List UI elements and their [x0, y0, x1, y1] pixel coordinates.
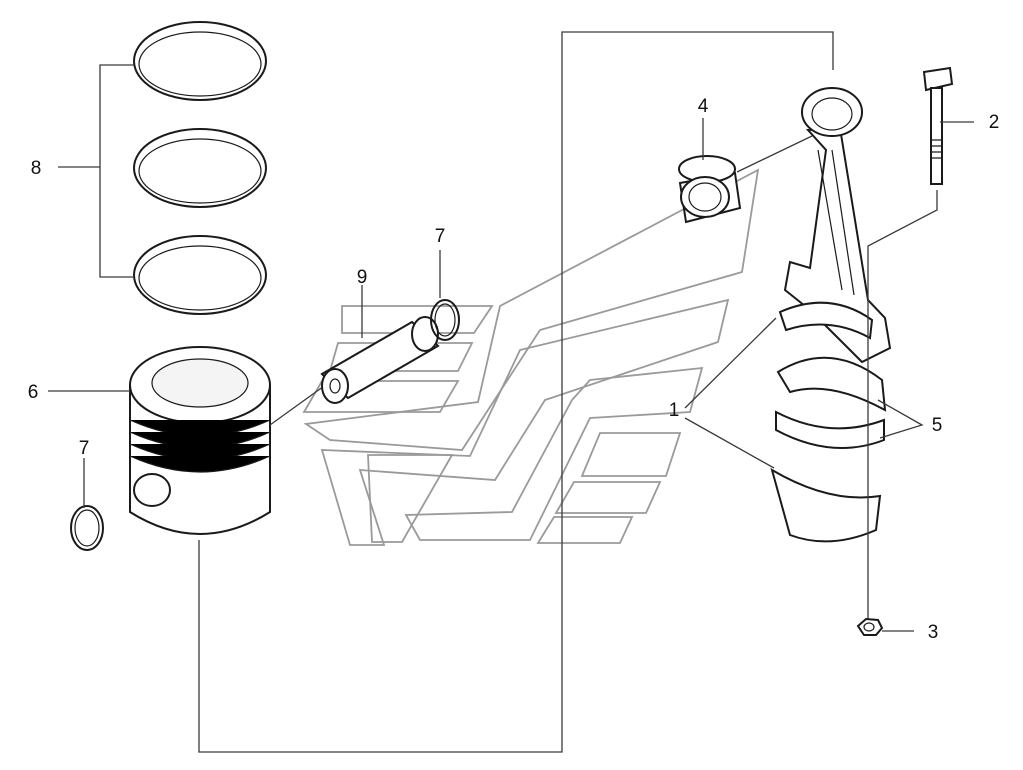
callout-8: 8	[31, 158, 42, 179]
bearing-shells	[770, 356, 887, 543]
callout-7-right: 7	[435, 226, 446, 247]
callout-9: 9	[357, 267, 368, 288]
snap-ring-right	[430, 299, 460, 341]
callout-4: 4	[698, 96, 709, 117]
callout-1: 1	[669, 400, 680, 421]
callout-3: 3	[928, 622, 939, 643]
rod-leader	[684, 317, 777, 469]
assembly-leader-frame	[198, 31, 834, 753]
piston-rings	[133, 21, 267, 315]
watermark-logo	[302, 168, 760, 546]
callout-7-left: 7	[79, 438, 90, 459]
shells-leader	[877, 399, 924, 439]
callout-2: 2	[989, 112, 1000, 133]
bushing-to-rod-leader	[736, 135, 813, 173]
piston-pin	[320, 316, 440, 404]
callout-5: 5	[932, 415, 943, 436]
small-end-bushing	[678, 155, 742, 224]
snap-ring-left	[70, 505, 104, 551]
rings-leader	[58, 64, 134, 278]
connecting-rod	[778, 87, 892, 364]
rod-nut	[856, 617, 884, 636]
callout-6: 6	[28, 382, 39, 403]
bolt-axis-leader	[867, 190, 938, 620]
rod-bolt	[922, 66, 954, 185]
piston	[129, 346, 271, 535]
